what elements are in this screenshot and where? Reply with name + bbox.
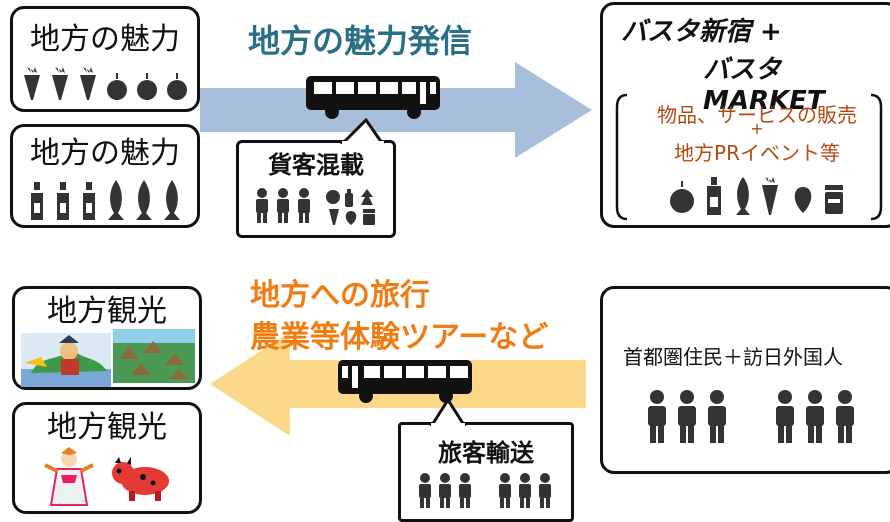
regional-appeal-produce-box: 地方の魅力 xyxy=(10,6,200,112)
thatched-village-image xyxy=(113,329,195,383)
sake-bottle-icon xyxy=(57,182,69,220)
callout-title: 貨客混載 xyxy=(268,151,364,179)
brand-line-2: バスタMARKET xyxy=(703,55,825,116)
plus-text: + xyxy=(750,119,764,138)
box-title: 地方観光 xyxy=(47,294,167,329)
brand-line-1: バスタ新宿 + xyxy=(621,17,782,47)
regional-tourism-box-1: 地方観光 xyxy=(12,286,202,390)
radish-icon xyxy=(24,67,40,100)
goods-icons xyxy=(326,189,375,225)
busta-shinjuku-box: バスタ新宿 + バスタMARKET 物品、サービスの販売 + 地方PRイベント等 xyxy=(600,2,890,228)
apple-icon xyxy=(107,73,127,100)
regional-tourism-box-2: 地方観光 xyxy=(12,402,202,514)
callout-icons xyxy=(239,187,393,227)
akabeko-image xyxy=(112,457,169,501)
pr-event-text: 地方PRイベント等 xyxy=(674,141,840,165)
callout-title: 旅客輸送 xyxy=(438,439,534,467)
fish-icon xyxy=(164,180,180,220)
people-icon xyxy=(648,390,854,443)
bracket-right xyxy=(870,93,883,221)
callout-pointer xyxy=(429,398,467,426)
bottom-heading-line-2: 農業等体験ツアーなど xyxy=(250,320,549,355)
callout-pointer xyxy=(339,118,385,144)
product-icons xyxy=(13,179,197,221)
festival-dancer-image xyxy=(44,447,94,506)
bottom-heading-line-1: 地方への旅行 xyxy=(250,278,430,313)
fish-icon xyxy=(136,180,152,220)
box-title: 地方の魅力 xyxy=(30,22,180,57)
sales-text: 物品、サービスの販売 xyxy=(657,103,857,127)
passenger-transport-callout: 旅客輸送 xyxy=(398,422,574,522)
produce-icons xyxy=(13,65,197,101)
bracket-left xyxy=(615,93,628,221)
top-heading: 地方の魅力発信 xyxy=(248,22,473,60)
box-title: 地方の魅力 xyxy=(30,136,180,171)
people-icon xyxy=(256,188,310,223)
bus-icon xyxy=(306,76,440,119)
box-title: 地方観光 xyxy=(47,410,167,445)
apple-icon xyxy=(167,73,187,100)
radish-icon xyxy=(80,67,96,100)
people-icon xyxy=(419,473,551,508)
fish-icon xyxy=(108,180,124,220)
metro-residents-box: 首都圏住民＋訪日外国人 xyxy=(600,286,890,474)
bus-icon xyxy=(338,360,472,403)
sake-bottle-icon xyxy=(31,182,43,220)
sake-bottle-icon xyxy=(83,182,95,220)
festival-float-image xyxy=(21,333,111,387)
regional-appeal-products-box: 地方の魅力 xyxy=(10,124,200,228)
mixed-cargo-callout: 貨客混載 xyxy=(236,140,396,238)
residents-text: 首都圏住民＋訪日外国人 xyxy=(623,345,843,369)
radish-icon xyxy=(52,67,68,100)
goods-icons xyxy=(670,177,843,215)
apple-icon xyxy=(137,73,157,100)
